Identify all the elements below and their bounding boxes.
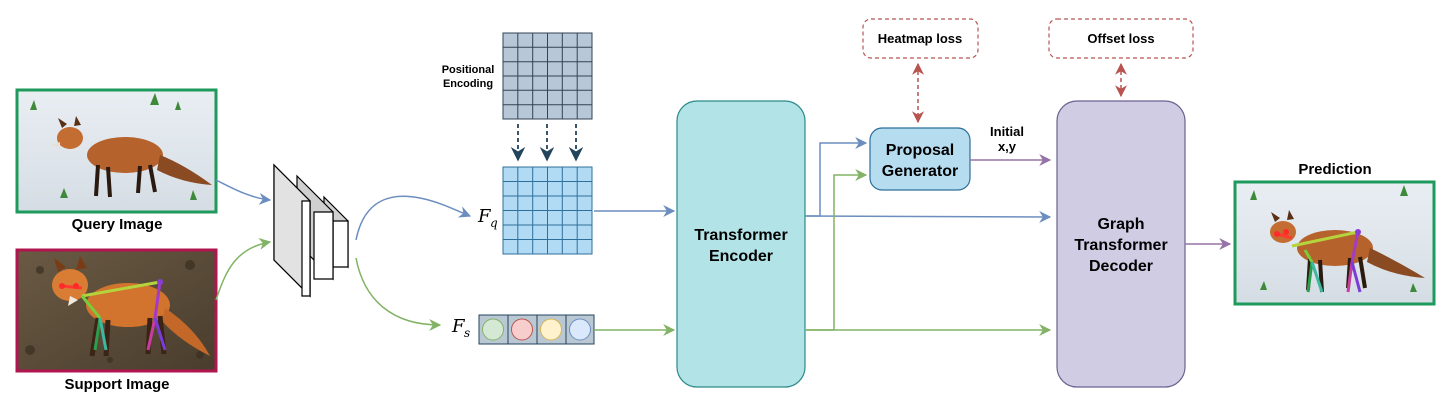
- offset-loss-label: Offset loss: [1087, 31, 1154, 46]
- arrow-encoder-support-to-proposal: [805, 169, 868, 331]
- proposal-label-line2: Generator: [882, 163, 958, 180]
- support-fox-figure: [52, 256, 210, 357]
- query-image-label: Query Image: [72, 216, 163, 233]
- arrow-backbone-to-fs: [355, 257, 442, 331]
- prediction-label: Prediction: [1298, 161, 1371, 178]
- decoder-label-line1: Graph: [1097, 216, 1144, 233]
- arrow-encoder-query-to-decoder: [804, 210, 1052, 223]
- positional-encoding-grid: [502, 32, 593, 120]
- fs-subscript: s: [464, 326, 470, 340]
- decoder-label-line3: Decoder: [1089, 258, 1153, 275]
- positional-encoding-label-line2: Encoding: [443, 78, 493, 90]
- query-fox-figure: [52, 116, 212, 198]
- support-token-red: [511, 318, 533, 341]
- proposal-label-line1: Proposal: [886, 142, 954, 159]
- initial-label-line1: Initial: [990, 124, 1024, 139]
- fq-symbol: F: [477, 206, 492, 227]
- prediction-image: [1233, 180, 1436, 306]
- prediction-keypoint-skeleton: [1274, 229, 1362, 293]
- support-token-green: [482, 318, 504, 341]
- fs-symbol: F: [451, 316, 466, 337]
- arrow-backbone-to-fq: [355, 195, 472, 241]
- fq-subscript: q: [490, 216, 498, 230]
- support-token-blue: [569, 318, 591, 341]
- positional-encoding-label-line1: Positional: [442, 64, 495, 76]
- arrow-encoder-query-to-proposal: [805, 137, 868, 217]
- heatmap-loss-label: Heatmap loss: [878, 31, 963, 46]
- proposal-generator-block: [869, 127, 971, 191]
- fq-feature-grid: [502, 166, 593, 255]
- arrow-query-to-backbone: [215, 179, 272, 205]
- encoder-label-line2: Encoder: [709, 248, 773, 265]
- fs-support-tokens: [478, 314, 595, 345]
- heatmap-loss-box: [862, 18, 979, 59]
- support-token-yellow: [540, 318, 562, 341]
- transformer-encoder-block: [676, 100, 806, 388]
- decoder-label-line2: Transformer: [1074, 237, 1167, 254]
- backbone-encoder: [273, 163, 349, 298]
- support-keypoint-skeleton: [59, 279, 167, 351]
- arrow-support-to-backbone: [215, 237, 272, 301]
- support-image-label: Support Image: [64, 376, 169, 393]
- initial-label-line2: x,y: [998, 139, 1017, 154]
- encoder-label-line1: Transformer: [694, 227, 787, 244]
- support-image: [15, 248, 218, 373]
- pe-to-fq-arrows: [510, 124, 584, 162]
- offset-loss-box: [1048, 18, 1194, 59]
- query-image: [15, 88, 218, 214]
